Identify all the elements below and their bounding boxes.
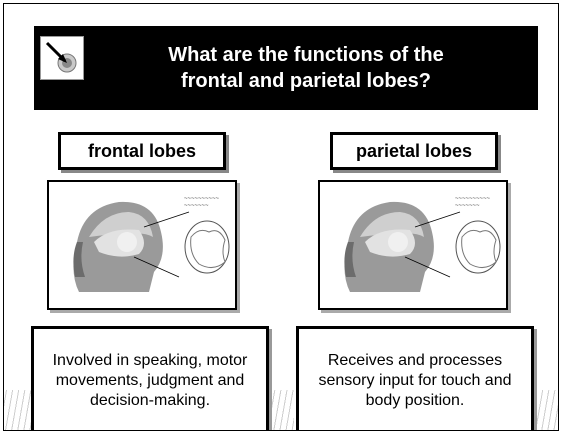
parietal-lobes-description: Receives and processes sensory input for… — [296, 326, 534, 431]
frontal-lobes-description: Involved in speaking, motor movements, j… — [31, 326, 269, 431]
slide-title-line-2: frontal and parietal lobes? — [141, 68, 431, 94]
parietal-lobes-label: parietal lobes — [330, 132, 498, 170]
slide-title-line-1: What are the functions of the — [128, 42, 444, 68]
parietal-brain-figure: ~~~~~~~~~~ ~~~~~~~ — [318, 180, 508, 310]
frontal-lobes-label: frontal lobes — [58, 132, 226, 170]
slide: What are the functions of the frontal an… — [3, 3, 559, 431]
title-banner: What are the functions of the frontal an… — [34, 26, 538, 110]
svg-text:~~~~~~~~~~: ~~~~~~~~~~ — [184, 196, 220, 202]
svg-text:~~~~~~~: ~~~~~~~ — [184, 203, 209, 209]
svg-text:~~~~~~~~~~: ~~~~~~~~~~ — [455, 196, 491, 202]
svg-text:~~~~~~~: ~~~~~~~ — [455, 203, 480, 209]
frontal-brain-figure: ~~~~~~~~~~ ~~~~~~~ — [47, 180, 237, 310]
arrow-target-icon — [40, 36, 84, 80]
